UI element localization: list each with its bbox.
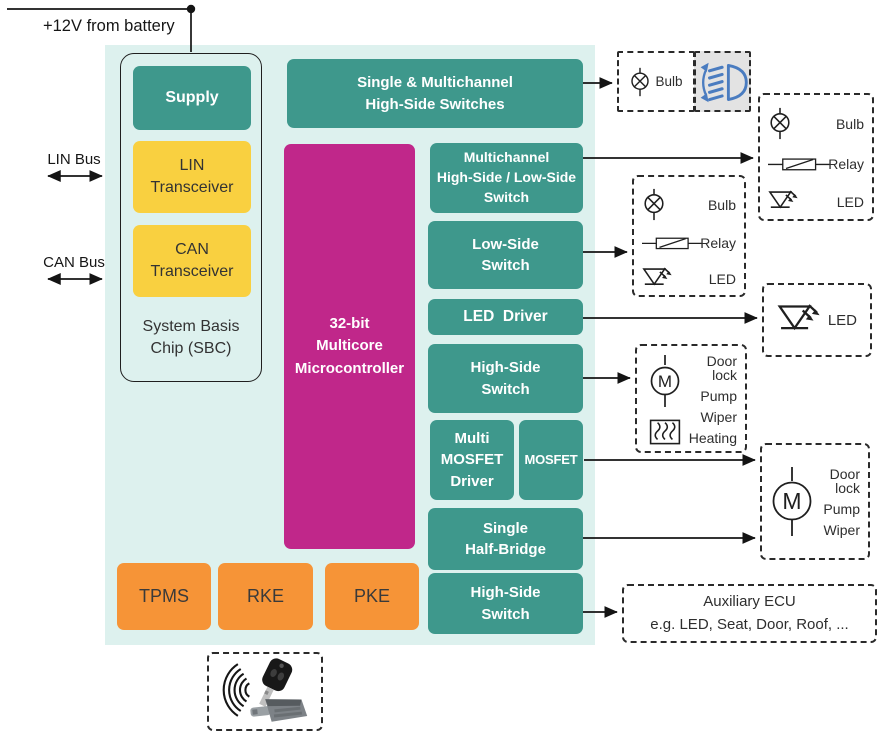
motor-letter: M xyxy=(658,372,672,391)
tpms-block: TPMS xyxy=(117,563,211,630)
adaptive-headlight-box xyxy=(694,51,751,112)
auxiliary-ecu-box: Auxiliary ECU e.g. LED, Seat, Door, Roof… xyxy=(622,584,877,643)
adaptive-headlight-icon xyxy=(697,55,749,110)
high-side-switch-mid-block: High-Side Switch xyxy=(428,344,583,413)
lin-transceiver-block: LIN Transceiver xyxy=(133,141,251,213)
led-driver-block: LED Driver xyxy=(428,299,583,335)
load-label: Wiper xyxy=(823,521,860,538)
supply-block: Supply xyxy=(133,66,251,130)
motor-heating-load-box: M Door lock Pump Wiper Heating xyxy=(635,344,747,453)
microcontroller-block: 32-bit Multicore Microcontroller xyxy=(284,144,415,549)
high-side-switch-bottom-block: High-Side Switch xyxy=(428,573,583,634)
led-load-box: LED xyxy=(762,283,872,357)
sbc-outline xyxy=(120,53,262,382)
junction-dot xyxy=(186,4,196,14)
load-label: Pump xyxy=(700,388,737,404)
tpms-sensor-image xyxy=(250,699,308,722)
motor-load-box: M Door lock Pump Wiper xyxy=(760,443,870,560)
rke-block: RKE xyxy=(218,563,313,630)
key-fob-image xyxy=(259,658,293,707)
can-transceiver-block: CAN Transceiver xyxy=(133,225,251,297)
load-label: Pump xyxy=(823,500,860,517)
bulb-icon xyxy=(629,67,651,97)
lin-bus-label: LIN Bus xyxy=(47,151,101,168)
bulb-relay-led-box-mid: Bulb Relay LED xyxy=(632,175,746,297)
load-label: Door lock xyxy=(706,353,737,383)
aux-ecu-examples: e.g. LED, Seat, Door, Roof, ... xyxy=(650,615,849,633)
single-half-bridge-block: Single Half-Bridge xyxy=(428,508,583,570)
high-side-switches-block: Single & Multichannel High-Side Switches xyxy=(287,59,583,128)
relay-icon xyxy=(642,235,704,251)
led-label: LED xyxy=(827,311,857,329)
led-label: LED xyxy=(836,193,864,210)
load-label: Door lock xyxy=(829,465,860,496)
can-bus-label: CAN Bus xyxy=(43,254,105,271)
mosfet-block: MOSFET xyxy=(519,420,583,500)
led-label: LED xyxy=(708,270,736,287)
low-side-switch-block: Low-Side Switch xyxy=(428,221,583,289)
load-label: Heating xyxy=(688,430,737,446)
key-fob-sensor-box xyxy=(207,652,323,731)
multi-mosfet-driver-block: Multi MOSFET Driver xyxy=(430,420,514,500)
pke-block: PKE xyxy=(325,563,419,630)
relay-icon xyxy=(768,156,832,172)
relay-label: Relay xyxy=(828,156,864,172)
power-supply-label: +12V from battery xyxy=(43,17,175,35)
motor-icon: M xyxy=(772,466,812,536)
load-label: Wiper xyxy=(700,409,737,425)
radio-waves-icon xyxy=(222,663,251,717)
led-icon xyxy=(642,265,674,292)
bulb-icon xyxy=(768,107,792,140)
led-icon xyxy=(777,301,823,339)
bulb-label: Bulb xyxy=(655,74,683,89)
motor-letter: M xyxy=(782,488,801,514)
bulb-label: Bulb xyxy=(835,115,864,132)
multichannel-hl-switch-block: Multichannel High-Side / Low-Side Switch xyxy=(430,143,583,213)
heater-icon xyxy=(649,419,681,445)
bulb-load-box: Bulb xyxy=(617,51,695,112)
bulb-relay-led-box-right: Bulb Relay LED xyxy=(758,93,874,221)
relay-label: Relay xyxy=(700,235,736,251)
bulb-icon xyxy=(642,188,666,221)
sbc-caption: System Basis Chip (SBC) xyxy=(142,318,240,358)
bulb-label: Bulb xyxy=(707,196,736,213)
motor-icon: M xyxy=(650,355,680,407)
led-icon xyxy=(768,188,800,215)
aux-ecu-title: Auxiliary ECU xyxy=(703,593,796,610)
